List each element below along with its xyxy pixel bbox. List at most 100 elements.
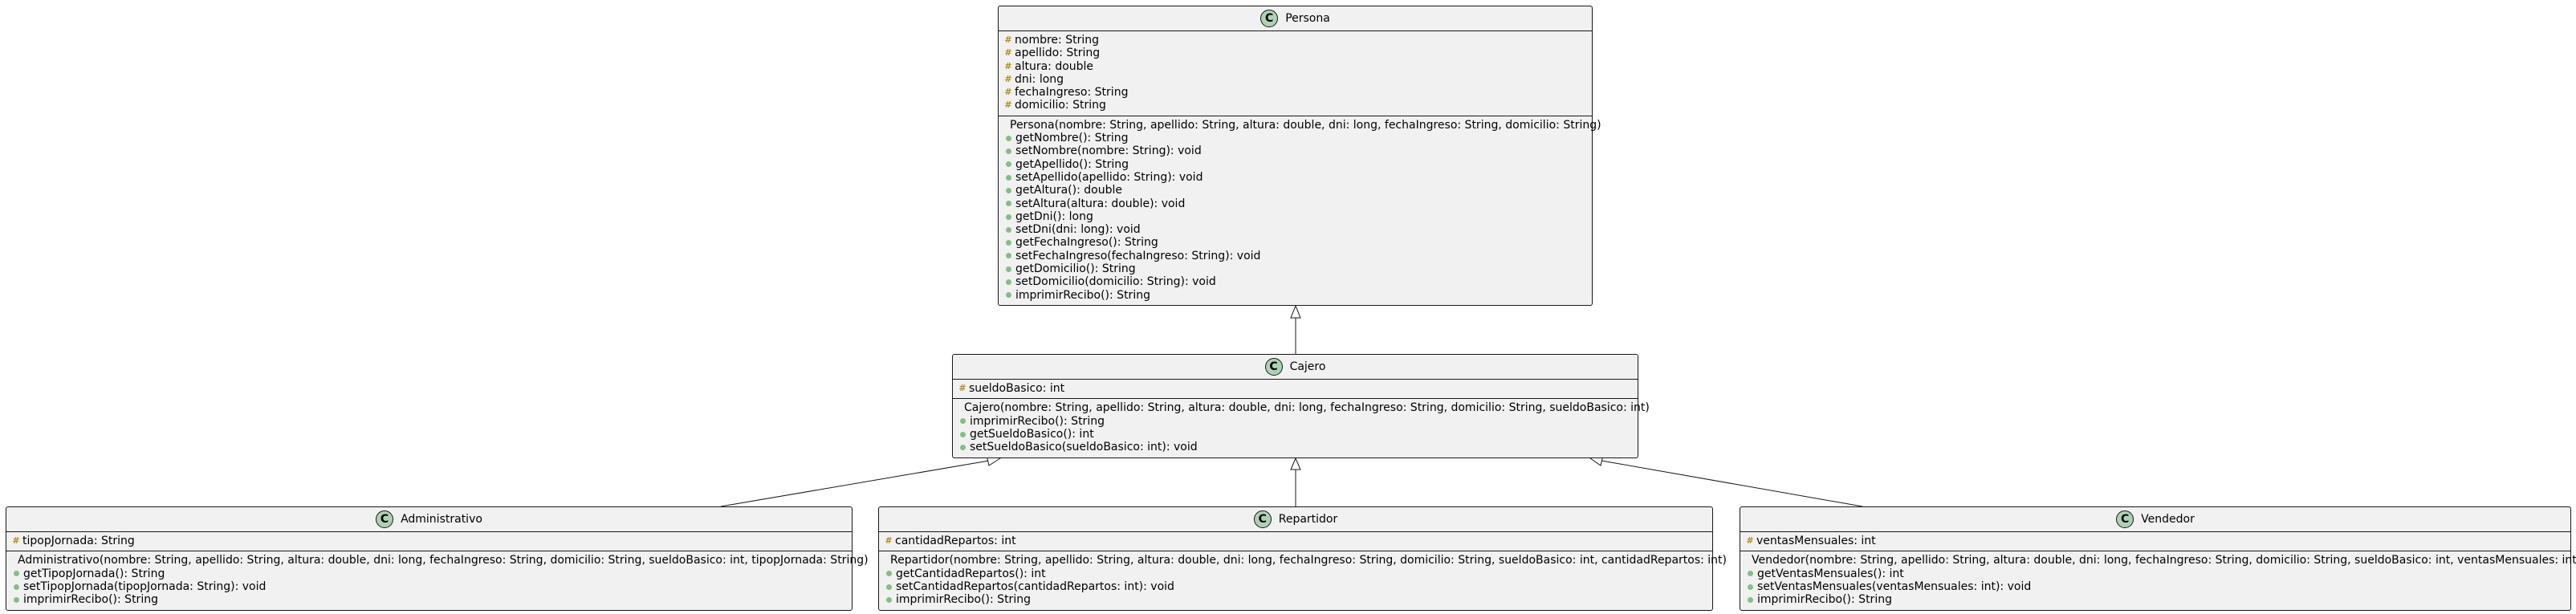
class-administrativo[interactable]: C Administrativo #tipopJornada: String +… bbox=[6, 506, 869, 611]
method-text: setTipopJornada(tipopJornada: String): v… bbox=[23, 579, 267, 593]
field-text: fechaIngreso: String bbox=[1015, 86, 1129, 100]
method-row: + getAltura(): double bbox=[1003, 184, 1592, 197]
method-text: imprimirRecibo(): String bbox=[896, 593, 1031, 607]
class-icon: C bbox=[376, 510, 394, 528]
field-row: #cantidadRepartos: int bbox=[884, 535, 1712, 547]
public-marker-icon: + bbox=[1006, 213, 1011, 220]
method-text: setApellido(apellido: String): void bbox=[1015, 170, 1203, 184]
public-marker-icon: + bbox=[1748, 596, 1753, 603]
method-row: + getTipopJornada(): String bbox=[11, 567, 852, 580]
method-text: getAltura(): double bbox=[1015, 184, 1122, 197]
field-text: cantidadRepartos: int bbox=[895, 535, 1016, 547]
public-marker-icon: + bbox=[886, 596, 892, 603]
fields-section: #cantidadRepartos: int bbox=[879, 532, 1712, 551]
method-row: + setDomicilio(domicilio: String): void bbox=[1003, 275, 1592, 288]
fields-section: #nombre: String #apellido: String #altur… bbox=[999, 31, 1592, 116]
method-text: setDomicilio(domicilio: String): void bbox=[1015, 275, 1216, 289]
method-text: setAltura(altura: double): void bbox=[1015, 197, 1186, 210]
public-marker-icon: + bbox=[960, 418, 966, 425]
method-text: Repartidor(nombre: String, apellido: Str… bbox=[890, 554, 1728, 567]
method-row: +setDni(dni: long): void bbox=[1003, 223, 1592, 236]
methods-section: +Cajero(nombre: String, apellido: String… bbox=[953, 398, 1650, 457]
public-marker-icon: + bbox=[1006, 201, 1011, 207]
method-row: +Persona(nombre: String, apellido: Strin… bbox=[1003, 119, 1601, 132]
class-name: Cajero bbox=[1289, 360, 1326, 373]
field-text: dni: long bbox=[1015, 72, 1064, 86]
class-icon: C bbox=[1264, 358, 1283, 376]
public-marker-icon: + bbox=[1006, 266, 1011, 272]
edge-vendedor-cajero bbox=[1601, 460, 1863, 507]
public-marker-icon: + bbox=[1006, 187, 1011, 193]
method-row: +imprimirRecibo(): String bbox=[958, 415, 1638, 428]
field-row: #sueldoBasico: int bbox=[958, 382, 1638, 395]
method-text: setSueldoBasico(sueldoBasico: int): void bbox=[970, 441, 1198, 454]
protected-marker-icon: # bbox=[1004, 60, 1012, 71]
field-row: #apellido: String bbox=[1003, 47, 1592, 59]
class-icon: C bbox=[2116, 510, 2134, 528]
method-row: +setVentasMensuales(ventasMensuales: int… bbox=[1745, 580, 2570, 593]
public-marker-icon: + bbox=[1006, 279, 1011, 285]
method-row: +imprimirRecibo(): String bbox=[11, 593, 852, 606]
public-marker-icon: + bbox=[960, 431, 966, 437]
method-text: getTipopJornada(): String bbox=[23, 567, 165, 580]
method-text: Persona(nombre: String, apellido: String… bbox=[1010, 118, 1601, 132]
method-row: +getSueldoBasico(): int bbox=[958, 428, 1638, 441]
class-persona[interactable]: C Persona #nombre: String #apellido: Str… bbox=[998, 6, 1601, 306]
public-marker-icon: + bbox=[1006, 161, 1011, 168]
method-text: imprimirRecibo(): String bbox=[23, 593, 158, 607]
inheritance-arrowhead bbox=[1290, 457, 1301, 470]
public-marker-icon: + bbox=[1748, 584, 1753, 590]
class-name: Repartidor bbox=[1278, 513, 1338, 526]
method-row: + setNombre(nombre: String): void bbox=[1003, 144, 1592, 157]
method-row: + setAltura(altura: double): void bbox=[1003, 197, 1592, 210]
methods-section: + Vendedor(nombre: String, apellido: Stri… bbox=[1740, 551, 2576, 609]
method-row: +getFechaIngreso(): String bbox=[1003, 236, 1592, 249]
method-text: getDomicilio(): String bbox=[1015, 262, 1136, 276]
public-marker-icon: + bbox=[1006, 292, 1011, 299]
class-icon: C bbox=[1253, 510, 1272, 528]
field-text: domicilio: String bbox=[1015, 99, 1106, 112]
class-repartidor[interactable]: C Repartidor #cantidadRepartos: int + Rep… bbox=[878, 506, 1727, 611]
field-text: sueldoBasico: int bbox=[969, 382, 1065, 395]
public-marker-icon: + bbox=[886, 584, 892, 590]
method-row: + getDni(): long bbox=[1003, 210, 1592, 223]
field-text: altura: double bbox=[1015, 59, 1094, 73]
field-row: #altura: double bbox=[1003, 60, 1592, 73]
method-row: +getApellido(): String bbox=[1003, 158, 1592, 171]
class-header: C Vendedor bbox=[1740, 507, 2570, 532]
public-marker-icon: + bbox=[1006, 174, 1011, 181]
method-row: +Administrativo(nombre: String, apellido… bbox=[11, 554, 869, 567]
field-row: #ventasMensuales: int bbox=[1745, 535, 2570, 547]
class-header: C Administrativo bbox=[6, 507, 852, 532]
method-text: Vendedor(nombre: String, apellido: Strin… bbox=[1752, 554, 2576, 567]
method-text: Administrativo(nombre: String, apellido:… bbox=[18, 554, 869, 567]
protected-marker-icon: # bbox=[1004, 87, 1012, 98]
class-name: Vendedor bbox=[2141, 513, 2195, 526]
class-cajero[interactable]: C Cajero #sueldoBasico: int +Cajero(nomb… bbox=[952, 354, 1650, 458]
fields-section: #tipopJornada: String bbox=[6, 532, 852, 551]
public-marker-icon: + bbox=[1006, 253, 1011, 259]
public-marker-icon: + bbox=[1006, 148, 1011, 155]
method-row: + imprimirRecibo(): String bbox=[884, 593, 1712, 606]
field-row: #tipopJornada: String bbox=[11, 535, 852, 547]
public-marker-icon: + bbox=[1006, 135, 1011, 141]
class-vendedor[interactable]: C Vendedor #ventasMensuales: int + Vended… bbox=[1740, 506, 2576, 611]
method-row: +setFechaIngreso(fechaIngreso: String): … bbox=[1003, 250, 1592, 262]
field-text: ventasMensuales: int bbox=[1756, 535, 1876, 547]
method-text: setNombre(nombre: String): void bbox=[1015, 144, 1202, 158]
public-marker-icon: + bbox=[1006, 240, 1011, 246]
public-marker-icon: + bbox=[1006, 226, 1011, 233]
method-text: getDni(): long bbox=[1015, 209, 1093, 223]
field-text: apellido: String bbox=[1015, 47, 1101, 60]
class-header: C Cajero bbox=[953, 355, 1638, 380]
public-marker-icon: + bbox=[960, 444, 966, 450]
public-marker-icon: + bbox=[14, 571, 19, 577]
fields-section: #sueldoBasico: int bbox=[953, 380, 1638, 398]
protected-marker-icon: # bbox=[1004, 73, 1012, 84]
field-text: tipopJornada: String bbox=[22, 535, 135, 547]
method-row: + getDomicilio(): String bbox=[1003, 262, 1592, 275]
protected-marker-icon: # bbox=[1004, 100, 1012, 111]
field-text: nombre: String bbox=[1015, 34, 1099, 47]
class-icon: C bbox=[1260, 10, 1279, 27]
